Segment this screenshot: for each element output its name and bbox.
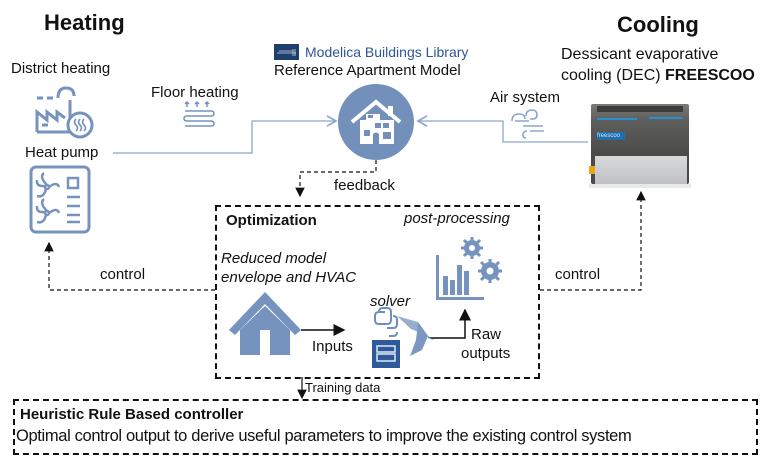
- controller-box: [13, 399, 758, 455]
- raw-label: Raw: [471, 326, 502, 343]
- house-icon: [350, 99, 402, 144]
- cooling-title: Cooling: [617, 12, 699, 37]
- dec-line2: cooling (DEC) FREESCOO: [561, 67, 755, 85]
- air-supply-line: [416, 115, 588, 143]
- reduced-model-line1: Reduced model: [221, 250, 327, 267]
- reduced-model-line2: envelope and HVAC: [221, 269, 357, 286]
- apartment-model-node: [338, 84, 414, 160]
- modelica-library-label: Modelica Buildings Library: [305, 44, 469, 60]
- controller-description: Optimal control output to derive useful …: [16, 427, 632, 445]
- freescoo-brand: FREESCOO: [665, 67, 755, 84]
- raw-outputs-arrow: [430, 308, 471, 339]
- reference-model-label: Reference Apartment Model: [274, 62, 461, 79]
- post-processing-label: post-processing: [404, 210, 510, 227]
- feedback-label: feedback: [334, 177, 395, 194]
- optimization-title: Optimization: [226, 212, 317, 229]
- feedback-arrow: [295, 160, 377, 198]
- control-left-label: control: [100, 266, 146, 283]
- inputs-label: Inputs: [312, 338, 353, 355]
- berkeley-lab-logo: [274, 44, 299, 60]
- dec-line1: Dessicant evaporative: [561, 46, 719, 63]
- heating-supply-line: [113, 115, 338, 154]
- heating-title: Heating: [44, 10, 125, 35]
- unit-brand-label: freescoo: [597, 132, 625, 140]
- solver-label: solver: [370, 293, 411, 310]
- controller-title: Heuristic Rule Based controller: [20, 406, 244, 423]
- floor-heating-label: Floor heating: [151, 84, 239, 101]
- district-heating-label: District heating: [11, 60, 111, 77]
- dec-label: cooling (DEC): [561, 67, 666, 84]
- control-right-arrow: [540, 190, 646, 291]
- outputs-label: outputs: [461, 345, 511, 362]
- control-right-label: control: [555, 266, 601, 283]
- heat-pump-label: Heat pump: [25, 144, 99, 161]
- air-system-label: Air system: [490, 89, 561, 106]
- freescoo-unit-image: freescoo: [589, 104, 691, 188]
- control-left-arrow: [44, 241, 215, 291]
- optimization-box: [215, 205, 540, 379]
- training-data-label: Training data: [305, 380, 381, 395]
